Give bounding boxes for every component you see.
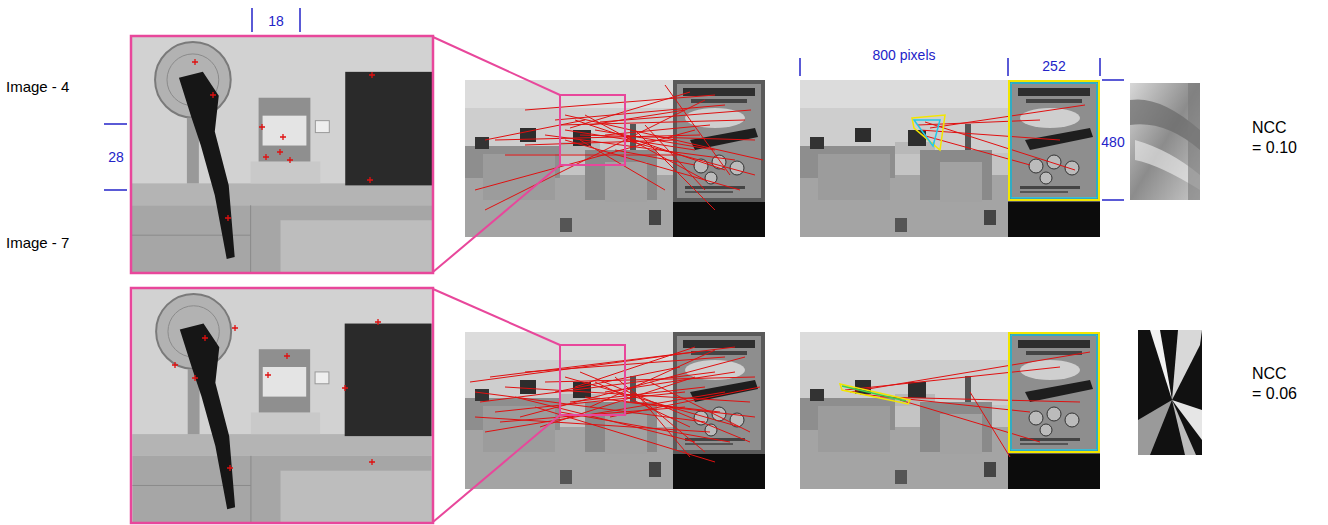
patch-streak (1172, 330, 1202, 400)
poster-outline (1011, 83, 1097, 198)
homography-result (912, 81, 1099, 200)
feature-points (172, 59, 381, 471)
dimension-label: 28 (108, 149, 124, 166)
zoom-leader (433, 289, 560, 345)
scene-image (800, 332, 1100, 489)
dimension-tick (1007, 58, 1009, 76)
dimension-tick (1099, 58, 1101, 76)
warped-outline (912, 115, 945, 150)
dimension-tick (1102, 79, 1124, 81)
putative-matches (475, 85, 763, 210)
score-label: NCC = 0.10 (1252, 118, 1297, 158)
dimension-tick (799, 58, 801, 76)
scene-image (800, 80, 1100, 237)
dimension-tick (1102, 199, 1124, 201)
patch-streak (1138, 400, 1172, 455)
patch-streak (1172, 400, 1202, 440)
dimension-tick (104, 189, 127, 191)
image-label: Image - 7 (6, 234, 69, 252)
warped-patch (1138, 330, 1202, 455)
warped-outline (842, 386, 906, 401)
warped-outline (914, 120, 940, 146)
dimension-marks (104, 8, 1124, 200)
match-lines (470, 347, 760, 462)
zoom-leader (433, 415, 560, 522)
patch-blur (1188, 83, 1200, 200)
poster-outline (1009, 333, 1099, 452)
zoom-image (131, 36, 433, 273)
warped-outline (840, 384, 910, 404)
image-label: Image - 4 (6, 78, 69, 96)
inlier-lines (845, 352, 1090, 457)
scene-image (465, 332, 765, 489)
zoom-leaders (433, 37, 560, 522)
patch (1130, 83, 1200, 200)
match-lines (475, 85, 763, 210)
zoom-frame (131, 36, 433, 273)
poster-outline (1011, 335, 1097, 450)
dimension-tick (104, 123, 127, 125)
zoom-region (560, 345, 625, 415)
dimension-tick (299, 8, 301, 32)
patch (1138, 330, 1202, 455)
zoom-region (560, 95, 625, 165)
warped-patch (1130, 83, 1200, 200)
scene-image (465, 80, 765, 237)
patch-streak (1172, 400, 1196, 455)
putative-matches (470, 345, 760, 462)
dimension-label: 800 pixels (872, 47, 935, 64)
dimension-label: 480 (1101, 134, 1124, 151)
dimension-tick (251, 8, 253, 32)
dimension-label: 252 (1042, 58, 1065, 75)
dimension-label: 18 (268, 13, 284, 30)
patch-streak (1150, 330, 1172, 400)
zoom-image (132, 288, 431, 523)
score-label: NCC = 0.06 (1252, 364, 1297, 404)
homography-result (840, 333, 1099, 457)
zoom-leader (433, 37, 560, 95)
zoom-leader (433, 165, 560, 272)
zoom-frame (131, 288, 433, 523)
poster-outline (1009, 81, 1099, 200)
